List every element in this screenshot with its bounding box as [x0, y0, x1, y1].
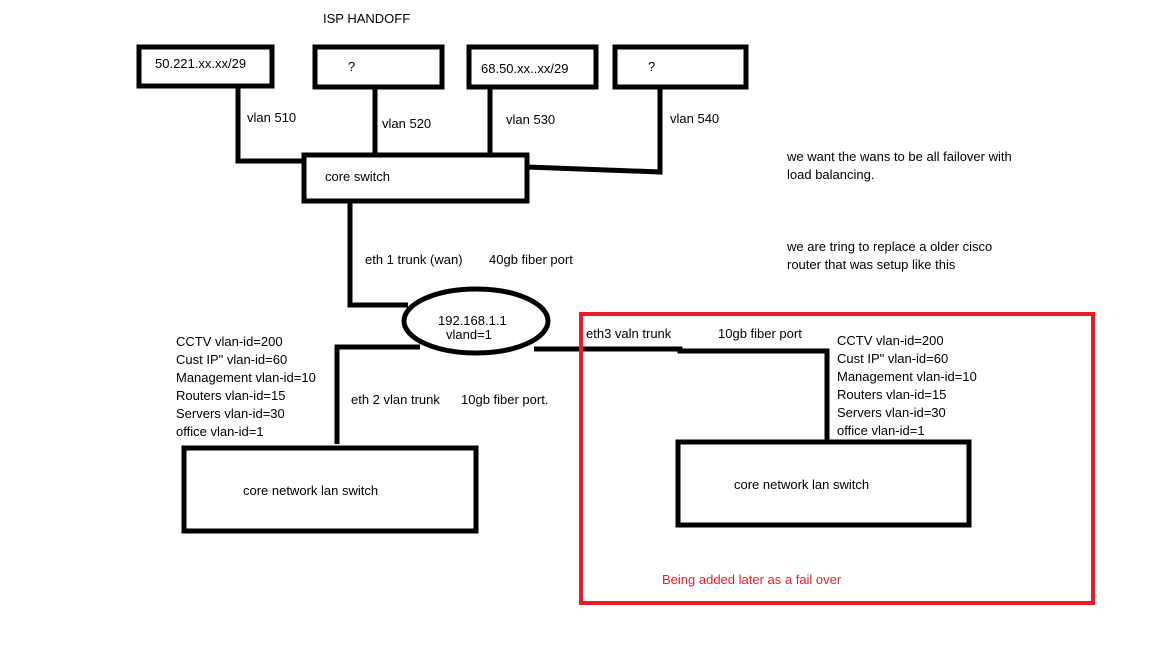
lan-switch-right-label: core network lan switch	[734, 477, 870, 492]
isp-box-4-label: ?	[648, 59, 656, 74]
eth2-line	[334, 344, 420, 444]
vlan-item: Management vlan-id=10	[176, 370, 316, 385]
diagram-title: ISP HANDOFF	[323, 11, 411, 26]
vlan-item: office vlan-id=1	[837, 423, 925, 438]
router-ip: 192.168.1.1	[438, 313, 507, 328]
vlan-item: CCTV vlan-id=200	[176, 334, 283, 349]
vlan-item: Routers vlan-id=15	[176, 388, 286, 403]
vlan-520-label: vlan 520	[382, 116, 432, 131]
isp-box-3-label: 68.50.xx..xx/29	[481, 61, 569, 76]
lan-switch-right-box	[675, 439, 972, 528]
lan-switch-left-box	[181, 445, 479, 534]
core-switch-label: core switch	[325, 169, 391, 184]
lan-switch-left-label: core network lan switch	[243, 483, 379, 498]
vlan-530-label: vlan 530	[506, 112, 556, 127]
isp-box-1	[136, 44, 275, 89]
router-vlan: vland=1	[446, 327, 492, 342]
eth3-line	[534, 346, 830, 442]
vlan-item: Cust IP" vlan-id=60	[837, 351, 949, 366]
wan-port-label: 40gb fiber port	[489, 252, 573, 267]
wan-trunk-line	[347, 201, 408, 308]
vlan-item: Routers vlan-id=15	[837, 387, 947, 402]
failover-note: Being added later as a fail over	[662, 572, 842, 587]
vlan-list-right: CCTV vlan-id=200 Cust IP" vlan-id=60 Man…	[837, 332, 977, 440]
failover-highlight-box	[579, 312, 1095, 605]
vlan-list-left: CCTV vlan-id=200 Cust IP" vlan-id=60 Man…	[176, 333, 316, 441]
wan-trunk-label: eth 1 trunk (wan)	[365, 252, 463, 267]
isp-box-3	[466, 44, 599, 90]
note-line-4: router that was setup like this	[787, 257, 956, 272]
isp-box-2-label: ?	[348, 59, 356, 74]
vlan-item: CCTV vlan-id=200	[837, 333, 944, 348]
isp-box-1-label: 50.221.xx.xx/29	[155, 56, 247, 71]
vlan-item: Servers vlan-id=30	[837, 405, 946, 420]
vlan-540-label: vlan 540	[670, 111, 720, 126]
note-line-3: we are tring to replace a older cisco	[787, 239, 993, 254]
vlan-item: Cust IP" vlan-id=60	[176, 352, 288, 367]
vlan-510-label: vlan 510	[247, 110, 297, 125]
vlan-item: Servers vlan-id=30	[176, 406, 285, 421]
note-line-2: load balancing.	[787, 167, 875, 182]
isp-box-2	[312, 44, 445, 90]
eth3-port-label: 10gb fiber port	[718, 326, 802, 341]
note-line-1: we want the wans to be all failover with	[787, 149, 1012, 164]
vlan-510-line	[235, 88, 304, 164]
router-node	[401, 286, 551, 356]
isp-box-4	[612, 44, 749, 90]
eth3-label: eth3 valn trunk	[586, 326, 672, 341]
eth2-label: eth 2 vlan trunk	[351, 392, 440, 407]
vlan-item: office vlan-id=1	[176, 424, 264, 439]
vlan-540-line	[526, 88, 663, 175]
eth2-port-label: 10gb fiber port.	[461, 392, 549, 407]
vlan-item: Management vlan-id=10	[837, 369, 977, 384]
core-switch-box	[301, 152, 530, 204]
